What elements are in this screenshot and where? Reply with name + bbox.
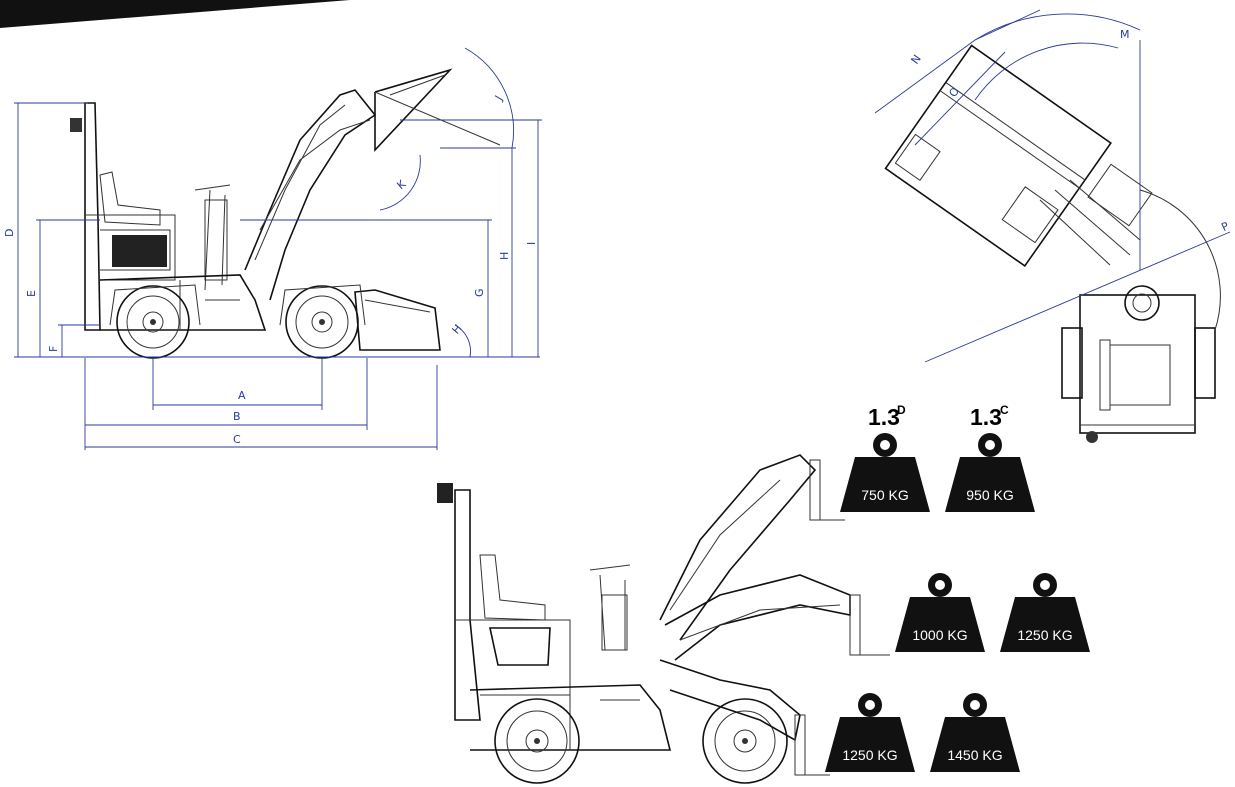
dim-label-f: F — [47, 346, 60, 352]
top-view-dimensions: M N O P — [874, 9, 1231, 363]
weight-label: 750 KG — [861, 487, 908, 503]
dim-label-g: G — [473, 288, 486, 297]
dim-label-d: D — [3, 229, 16, 237]
weight-body — [930, 717, 1020, 772]
weight-ring-hole — [880, 440, 890, 450]
rear-wheel — [116, 285, 190, 359]
side-view-loader — [70, 68, 501, 359]
weight-ring-hole — [970, 700, 980, 710]
weight-label: 1000 KG — [912, 627, 967, 643]
dimension-letter-labels: A B C D E F G H I J K H — [3, 93, 538, 446]
dim-label-n: N — [908, 52, 923, 66]
weight-body — [840, 457, 930, 512]
side-panel-grille — [112, 235, 167, 267]
weight-body — [825, 717, 915, 772]
dim-label-k: K — [394, 177, 408, 192]
dim-label-e: E — [25, 290, 38, 297]
dim-label-a: A — [238, 389, 246, 402]
ratio-left: 1.3 — [868, 404, 900, 430]
weight-icon-right-3: 1450 KG — [930, 693, 1020, 772]
weight-icon-left-1: 750 KG — [840, 433, 930, 512]
weight-label: 1250 KG — [842, 747, 897, 763]
forklift-front-wheel — [702, 698, 788, 784]
weight-icons: 750 KG 950 KG 1000 KG 1250 KG 1250 KG 1450 KG — [825, 433, 1090, 772]
weight-label: 1450 KG — [947, 747, 1002, 763]
top-view-loader — [884, 44, 1216, 443]
weight-body — [895, 597, 985, 652]
front-wheel — [285, 285, 359, 359]
ratio-right: 1.3 — [970, 404, 1002, 430]
side-view-dimensions — [14, 47, 542, 450]
dim-label-i: I — [525, 242, 538, 245]
ratio-right-sup: C — [1000, 403, 1009, 417]
dim-label-b: B — [233, 410, 241, 423]
forklift-side-view — [437, 454, 890, 784]
weight-ring-hole — [935, 580, 945, 590]
beacon-bottom — [437, 483, 453, 503]
corner-band — [0, 0, 350, 28]
dim-label-c: C — [233, 433, 241, 446]
weight-icon-right-2: 1250 KG — [1000, 573, 1090, 652]
ratio-left-sup: D — [897, 403, 906, 417]
load-rating-panel: 1.3 D 1.3 C — [868, 403, 1009, 430]
dim-label-j: J — [492, 93, 505, 103]
weight-label: 950 KG — [966, 487, 1013, 503]
dim-label-h-small: H — [449, 322, 464, 337]
dim-label-h: H — [498, 252, 511, 260]
weight-ring-hole — [985, 440, 995, 450]
weight-ring-hole — [1040, 580, 1050, 590]
weight-label: 1250 KG — [1017, 627, 1072, 643]
weight-ring-hole — [865, 700, 875, 710]
weight-icon-left-3: 1250 KG — [825, 693, 915, 772]
weight-icon-left-2: 1000 KG — [895, 573, 985, 652]
dim-label-m: M — [1120, 28, 1130, 41]
beacon — [70, 118, 82, 132]
dim-label-p: P — [1219, 219, 1231, 234]
weight-body — [1000, 597, 1090, 652]
forklift-rear-wheel — [494, 698, 580, 784]
weight-body — [945, 457, 1035, 512]
weight-icon-right-1: 950 KG — [945, 433, 1035, 512]
